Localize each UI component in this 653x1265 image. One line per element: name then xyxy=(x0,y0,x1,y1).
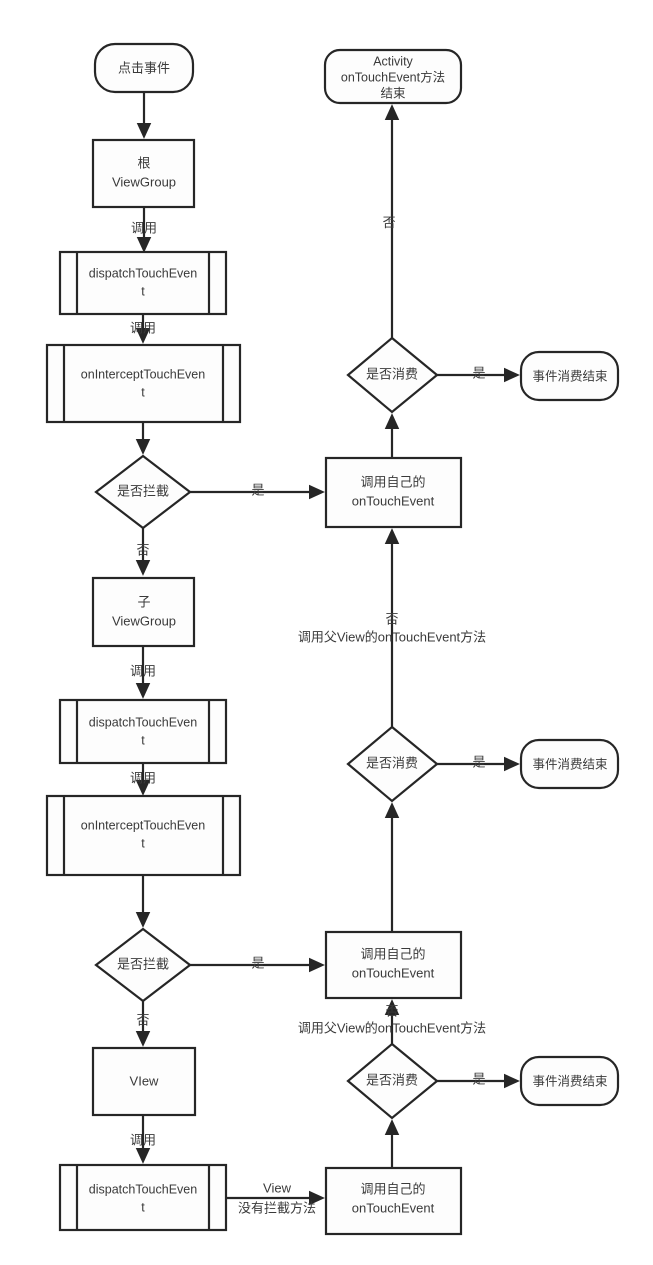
edge-label-call-4: 调用 xyxy=(130,770,156,785)
child-viewgroup-label-line1: 子 xyxy=(137,594,150,609)
consume-decision1-label: 是否消费 xyxy=(366,366,418,381)
node-on-intercept-touch-event-2[interactable]: onInterceptTouchEven t xyxy=(45,794,242,877)
own-touch1-shape xyxy=(324,456,463,529)
intercept-decision2-label: 是否拦截 xyxy=(117,956,169,971)
node-own-touch-event-1[interactable]: 调用自己的 onTouchEvent xyxy=(324,456,463,529)
edge-label-parent-call-1: 调用父View的onTouchEvent方法 xyxy=(298,629,486,644)
intercept2-label-line2: t xyxy=(141,836,145,850)
activity-end-label-line1: Activity xyxy=(373,54,413,68)
own-touch2-shape xyxy=(324,930,463,1000)
node-own-touch-event-2[interactable]: 调用自己的 onTouchEvent xyxy=(324,930,463,1000)
edge-label-call-3: 调用 xyxy=(130,663,156,678)
node-dispatch-touch-event-3[interactable]: dispatchTouchEven t xyxy=(58,1163,228,1232)
consumed-end2-shape xyxy=(519,738,620,790)
dispatch1-label-line2: t xyxy=(141,284,145,298)
edge-label-call-1: 调用 xyxy=(131,220,157,235)
node-view[interactable]: VIew xyxy=(91,1046,197,1117)
node-own-touch-event-3[interactable]: 调用自己的 onTouchEvent xyxy=(324,1166,463,1236)
node-consume-decision-2[interactable]: 是否消费 xyxy=(346,725,439,803)
own-touch1-label-line1: 调用自己的 xyxy=(360,474,425,489)
dispatch1-shape xyxy=(58,250,228,316)
dispatch2-shape xyxy=(58,698,228,765)
node-click-event[interactable]: 点击事件 xyxy=(93,42,195,94)
node-child-viewgroup[interactable]: 子 ViewGroup xyxy=(91,576,196,648)
activity-end-shape xyxy=(323,48,463,105)
edge-label-yes-1: 是 xyxy=(251,482,264,497)
click-event-label: 点击事件 xyxy=(118,60,170,75)
intercept-decision1-label: 是否拦截 xyxy=(117,483,169,498)
root-viewgroup-label-line1: 根 xyxy=(137,155,150,170)
node-intercept-decision-1[interactable]: 是否拦截 xyxy=(94,454,192,530)
node-activity-end[interactable]: Activity onTouchEvent方法 结束 xyxy=(323,48,463,105)
consumed-end2-label: 事件消费结束 xyxy=(532,757,608,771)
node-intercept-decision-2[interactable]: 是否拦截 xyxy=(94,927,192,1003)
consumed-end3-label: 事件消费结束 xyxy=(532,1074,608,1088)
edge-label-no-4: 否 xyxy=(385,611,398,626)
activity-end-label-line3: 结束 xyxy=(380,86,406,100)
root-viewgroup-label-line2: ViewGroup xyxy=(112,174,176,189)
node-dispatch-touch-event-1[interactable]: dispatchTouchEven t xyxy=(58,250,228,316)
consume-decision1-shape xyxy=(346,336,439,414)
edge-label-no-3: 否 xyxy=(381,216,396,229)
intercept1-shape xyxy=(45,343,242,424)
own-touch3-shape xyxy=(324,1166,463,1236)
activity-end-label-line2: onTouchEvent方法 xyxy=(341,69,445,84)
dispatch3-label-line2: t xyxy=(141,1200,145,1214)
own-touch3-label-line2: onTouchEvent xyxy=(352,1200,435,1215)
view-shape xyxy=(91,1046,197,1117)
intercept1-label-line1: onInterceptTouchEven xyxy=(81,367,205,381)
consume-decision3-label: 是否消费 xyxy=(366,1072,418,1087)
edge-label-yes-5: 是 xyxy=(472,1071,485,1086)
edge-label-yes-2: 是 xyxy=(251,955,264,970)
root-viewgroup-shape xyxy=(91,138,196,209)
consume-decision2-label: 是否消费 xyxy=(366,755,418,770)
node-on-intercept-touch-event-1[interactable]: onInterceptTouchEven t xyxy=(45,343,242,424)
own-touch2-label-line1: 调用自己的 xyxy=(360,946,425,961)
consume-decision3-shape xyxy=(346,1042,439,1120)
own-touch2-label-line2: onTouchEvent xyxy=(352,965,435,980)
node-consumed-end-1[interactable]: 事件消费结束 xyxy=(519,350,620,402)
child-viewgroup-label-line2: ViewGroup xyxy=(112,613,176,628)
intercept2-shape xyxy=(45,794,242,877)
dispatch3-shape xyxy=(58,1163,228,1232)
edge-label-no-5: 否 xyxy=(385,1003,398,1018)
edge-label-view-no-intercept-line2: 没有拦截方法 xyxy=(238,1200,316,1215)
edge-label-yes-3: 是 xyxy=(472,365,485,380)
node-consumed-end-3[interactable]: 事件消费结束 xyxy=(519,1055,620,1107)
intercept2-label-line1: onInterceptTouchEven xyxy=(81,818,205,832)
dispatch2-label-line1: dispatchTouchEven xyxy=(89,715,197,729)
edge-label-parent-call-2: 调用父View的onTouchEvent方法 xyxy=(298,1020,486,1035)
dispatch1-label-line1: dispatchTouchEven xyxy=(89,266,197,280)
intercept1-label-line2: t xyxy=(141,385,145,399)
own-touch1-label-line2: onTouchEvent xyxy=(352,493,435,508)
node-root-viewgroup[interactable]: 根 ViewGroup xyxy=(91,138,196,209)
node-consumed-end-2[interactable]: 事件消费结束 xyxy=(519,738,620,790)
edge-label-view-no-intercept-line1: View xyxy=(263,1180,292,1195)
edge-label-yes-4: 是 xyxy=(472,754,485,769)
edge-label-no-2: 否 xyxy=(136,1012,149,1027)
node-consume-decision-1[interactable]: 是否消费 xyxy=(346,336,439,414)
edge-label-no-1: 否 xyxy=(136,542,149,557)
node-dispatch-touch-event-2[interactable]: dispatchTouchEven t xyxy=(58,698,228,765)
edge-label-call-2: 调用 xyxy=(130,320,156,335)
child-viewgroup-shape xyxy=(91,576,196,648)
consume-decision2-shape xyxy=(346,725,439,803)
consumed-end1-shape xyxy=(519,350,620,402)
dispatch2-label-line2: t xyxy=(141,733,145,747)
view-label: VIew xyxy=(130,1073,160,1088)
node-consume-decision-3[interactable]: 是否消费 xyxy=(346,1042,439,1120)
dispatch3-label-line1: dispatchTouchEven xyxy=(89,1182,197,1196)
consumed-end3-shape xyxy=(519,1055,620,1107)
consumed-end1-label: 事件消费结束 xyxy=(532,369,608,383)
own-touch3-label-line1: 调用自己的 xyxy=(360,1181,425,1196)
edge-label-call-5: 调用 xyxy=(130,1132,156,1147)
